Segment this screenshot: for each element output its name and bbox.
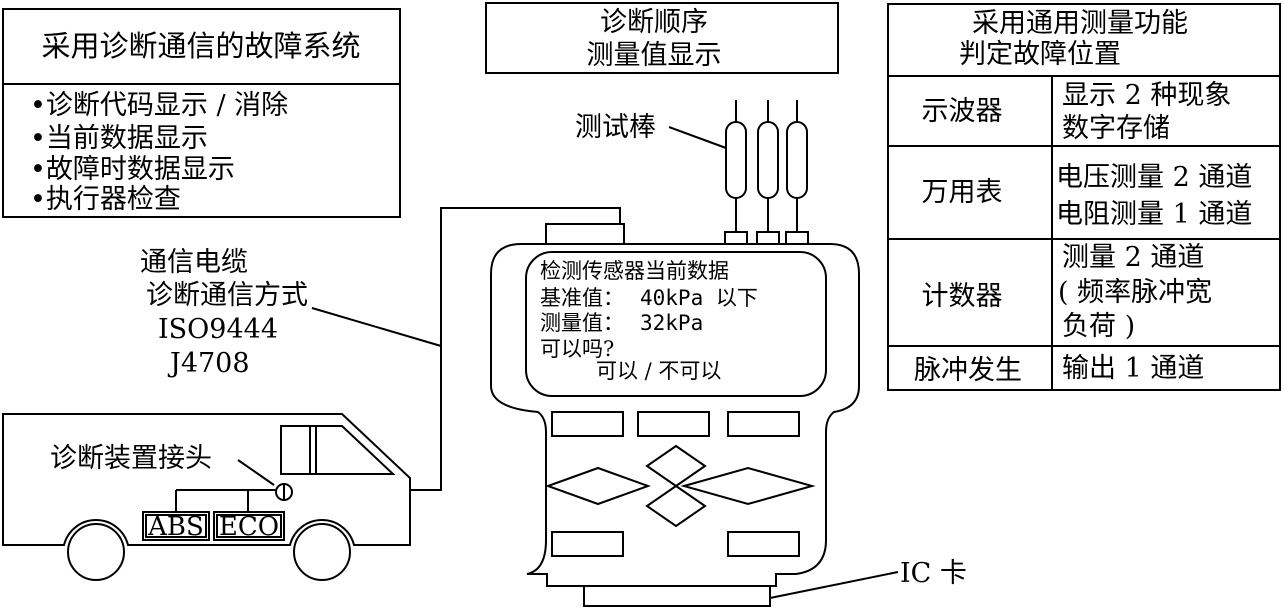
probe-jack-3 <box>785 231 809 245</box>
table-title-1: 采用通用测量功能 <box>972 8 1188 39</box>
screen-line-5: 可以 / 不可以 <box>596 359 721 383</box>
screen-line-1: 检测传感器当前数据 <box>540 259 729 283</box>
vehicle-window <box>280 425 396 475</box>
row-multimeter-desc-2: 电阻测量 1 通道 <box>1056 199 1252 230</box>
vehicle-rear-wheel <box>67 523 125 581</box>
table-title-2: 判定故障位置 <box>959 39 1121 70</box>
probe-3 <box>786 121 808 199</box>
eco-ecu-box <box>213 511 285 541</box>
diag-item-4: •执行器检查 <box>30 184 181 215</box>
vehicle: 诊断装置接头 ABS ECO <box>2 413 411 581</box>
general-measure-table: 采用通用测量功能 判定故障位置 示波器 显示 2 种现象 数字存储 万用表 电压… <box>887 3 1281 391</box>
function-button-5[interactable] <box>727 531 800 557</box>
cable-label-line-4: J4708 <box>167 348 250 379</box>
row-oscilloscope-desc-2: 数字存储 <box>1062 113 1170 144</box>
screen-line-3-value: 32kPa <box>640 311 703 335</box>
row-counter-desc-3: 负荷 ) <box>1062 311 1135 342</box>
tester-device: 检测传感器当前数据 基准值： 40kPa 以下 测量值： 32kPa 可以吗? … <box>490 223 860 607</box>
diag-comm-box: 采用诊断通信的故障系统 •诊断代码显示 / 消除 •当前数据显示 •故障时数据显… <box>2 8 401 218</box>
cable-label: 通信电缆 诊断通信方式 ISO9444 J4708 <box>140 247 442 379</box>
abs-ecu-label: ABS <box>147 512 204 542</box>
row-counter-desc-2: ( 频率脉冲宽 <box>1058 277 1212 308</box>
row-pulse-desc-1: 输出 1 通道 <box>1062 353 1204 384</box>
row-counter-desc-1: 测量 2 通道 <box>1062 242 1204 273</box>
function-button-2[interactable] <box>637 411 710 437</box>
function-button-3[interactable] <box>727 411 800 437</box>
function-button-4[interactable] <box>551 531 624 557</box>
vehicle-front-wheel <box>293 523 351 581</box>
sequence-box: 诊断顺序 测量值显示 <box>485 2 839 74</box>
vehicle-body <box>2 413 411 546</box>
probe-jack-2 <box>756 231 780 245</box>
connector-label: 诊断装置接头 <box>50 443 212 474</box>
diag-box-title: 采用诊断通信的故障系统 <box>41 29 360 63</box>
diag-item-3: •故障时数据显示 <box>30 154 235 185</box>
tester-screen <box>525 251 827 397</box>
probe-jack-1 <box>724 231 748 245</box>
screen-line-3-label: 测量值： <box>540 311 624 335</box>
ic-card-leader-line <box>769 571 899 599</box>
diag-item-2: •当前数据显示 <box>30 123 208 154</box>
screen-line-4: 可以吗? <box>540 337 614 361</box>
ic-card-callout: IC 卡 <box>769 558 967 599</box>
row-multimeter-name: 万用表 <box>922 177 1003 208</box>
row-oscilloscope-desc-1: 显示 2 种现象 <box>1062 80 1231 111</box>
probe-leader-line <box>668 126 727 149</box>
cable-label-line-1: 通信电缆 <box>140 247 248 278</box>
probe-1 <box>725 121 747 199</box>
arrow-left-button[interactable] <box>545 466 651 506</box>
cable-label-line-2: 诊断通信方式 <box>146 280 308 311</box>
probe-2 <box>757 121 779 199</box>
cable-port <box>545 223 625 245</box>
diag-item-1: •诊断代码显示 / 消除 <box>30 90 288 121</box>
cable-label-line-3: ISO9444 <box>158 314 278 345</box>
arrow-right-button[interactable] <box>680 466 816 506</box>
row-pulse-name: 脉冲发生 <box>914 355 1022 386</box>
function-button-1[interactable] <box>551 411 624 437</box>
abs-ecu-box <box>142 511 210 541</box>
eco-ecu-label: ECO <box>219 512 279 542</box>
cable-leader-line <box>311 307 442 347</box>
probe-label: 测试棒 <box>575 112 656 143</box>
test-probes: 测试棒 <box>575 100 809 245</box>
screen-line-2-label: 基准值： <box>540 286 624 310</box>
ic-card-slot <box>583 585 771 607</box>
row-oscilloscope-name: 示波器 <box>922 96 1003 127</box>
sequence-line-2: 测量值显示 <box>587 40 722 71</box>
abs-ecu-inner <box>145 514 207 538</box>
row-multimeter-desc-1: 电压测量 2 通道 <box>1056 162 1252 193</box>
screen-line-2-value: 40kPa 以下 <box>640 286 758 310</box>
ic-card-label: IC 卡 <box>900 558 967 589</box>
arrow-down-button[interactable] <box>645 484 707 528</box>
sequence-line-1: 诊断顺序 <box>600 7 708 38</box>
eco-ecu-inner <box>216 514 282 538</box>
row-counter-name: 计数器 <box>922 281 1003 312</box>
